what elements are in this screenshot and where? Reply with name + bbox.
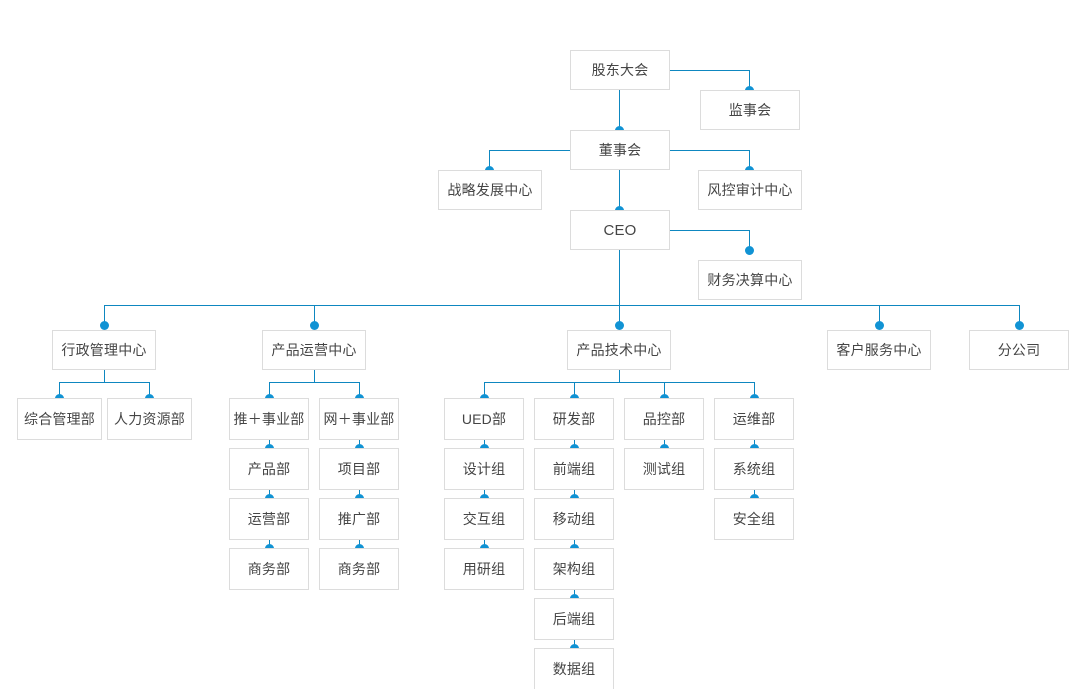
node-board[interactable]: 董事会 [570,130,670,170]
node-ued-dept[interactable]: UED部 [444,398,524,440]
connector-bus-admin-v [104,305,105,325]
connector-tech-rnd-v [574,382,575,398]
node-product-ops-center[interactable]: 产品运营中心 [262,330,366,370]
connector-ops-tui-v [269,382,270,398]
node-ceo[interactable]: CEO [570,210,670,250]
connector-product-tech-drop-v [619,370,620,382]
node-wang-promotion-dept[interactable]: 推广部 [319,498,399,540]
node-qa-test-group[interactable]: 测试组 [624,448,704,490]
connector-admin-general-v [59,382,60,398]
node-ops-security-group[interactable]: 安全组 [714,498,794,540]
node-branch[interactable]: 分公司 [969,330,1069,370]
node-rnd-mobile-group[interactable]: 移动组 [534,498,614,540]
connector-shareholders-board-v [619,90,620,130]
connector-admin-hr-v [149,382,150,398]
node-general-admin-dept[interactable]: 综合管理部 [17,398,102,440]
node-tui-product-dept[interactable]: 产品部 [229,448,309,490]
connector-shareholders-supervisors-v [749,70,750,90]
connector-dot-product-tech-center [615,321,624,330]
connector-admin-sub-bus [59,382,150,383]
connector-shareholders-supervisors-h [670,70,750,71]
connector-board-strategy-v [489,150,490,170]
connector-product-ops-sub-bus [269,382,360,383]
connector-dot-branch [1015,321,1024,330]
connector-centers-bus [104,305,1020,306]
node-hr-dept[interactable]: 人力资源部 [107,398,192,440]
connector-bus-branch-v [1019,305,1020,325]
connector-bus-product-tech-v [619,305,620,325]
connector-dot-customer-service-center [875,321,884,330]
connector-board-ceo-v [619,170,620,210]
connector-board-strategy-h [489,150,570,151]
connector-dot-admin-center [100,321,109,330]
node-tui-business-unit[interactable]: 推＋事业部 [229,398,309,440]
connector-ceo-finance-v [749,230,750,250]
connector-board-risk-v [749,150,750,170]
node-shareholders[interactable]: 股东大会 [570,50,670,90]
node-wang-business-unit[interactable]: 网＋事业部 [319,398,399,440]
connector-dot-finance [745,246,754,255]
node-rnd-backend-group[interactable]: 后端组 [534,598,614,640]
connector-tech-ops-v [754,382,755,398]
node-wang-project-dept[interactable]: 项目部 [319,448,399,490]
connector-dot-product-ops-center [310,321,319,330]
node-rnd-data-group[interactable]: 数据组 [534,648,614,689]
node-ops-system-group[interactable]: 系统组 [714,448,794,490]
connector-ops-wang-v [359,382,360,398]
node-ued-design-group[interactable]: 设计组 [444,448,524,490]
node-ued-research-group[interactable]: 用研组 [444,548,524,590]
node-rnd-frontend-group[interactable]: 前端组 [534,448,614,490]
node-qa-dept[interactable]: 品控部 [624,398,704,440]
connector-product-ops-drop-v [314,370,315,382]
node-risk-audit-center[interactable]: 风控审计中心 [698,170,802,210]
connector-board-risk-h [670,150,750,151]
connector-tech-qa-v [664,382,665,398]
connector-bus-customer-service-v [879,305,880,325]
node-finance-center[interactable]: 财务决算中心 [698,260,802,300]
connector-ceo-bus-v [619,250,620,305]
node-strategy-center[interactable]: 战略发展中心 [438,170,542,210]
connector-bus-product-ops-v [314,305,315,325]
node-customer-service-center[interactable]: 客户服务中心 [827,330,931,370]
node-product-tech-center[interactable]: 产品技术中心 [567,330,671,370]
node-rnd-architecture-group[interactable]: 架构组 [534,548,614,590]
node-rnd-dept[interactable]: 研发部 [534,398,614,440]
node-tui-operations-dept[interactable]: 运营部 [229,498,309,540]
connector-product-tech-sub-bus [484,382,755,383]
node-admin-center[interactable]: 行政管理中心 [52,330,156,370]
node-wang-business-dept[interactable]: 商务部 [319,548,399,590]
node-tui-business-dept[interactable]: 商务部 [229,548,309,590]
node-supervisors[interactable]: 监事会 [700,90,800,130]
connector-admin-drop-v [104,370,105,382]
node-ops-dept[interactable]: 运维部 [714,398,794,440]
connector-tech-ued-v [484,382,485,398]
connector-ceo-finance-h [670,230,750,231]
node-ued-interaction-group[interactable]: 交互组 [444,498,524,540]
